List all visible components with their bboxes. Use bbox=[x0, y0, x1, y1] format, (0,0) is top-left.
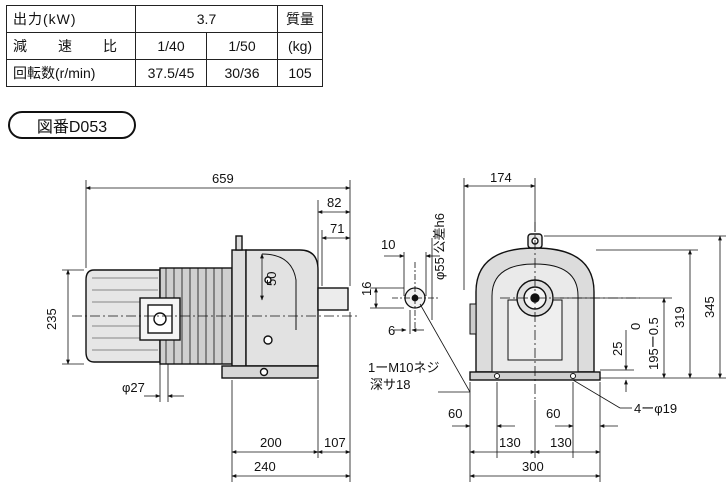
dim-overall-length: 659 bbox=[212, 171, 234, 186]
dim-240: 240 bbox=[254, 459, 276, 474]
dim-300: 300 bbox=[522, 459, 544, 474]
tap-callout: 1ーM10ネジ bbox=[368, 360, 440, 375]
output-value: 3.7 bbox=[135, 5, 278, 33]
dim-50: 50 bbox=[264, 272, 279, 286]
rpm-label: 回転数(r/min) bbox=[6, 59, 136, 87]
shaft-detail bbox=[370, 238, 471, 393]
dim-10: 10 bbox=[381, 237, 395, 252]
drawing-number: 図番D053 bbox=[8, 111, 136, 139]
front-view bbox=[469, 222, 640, 400]
dim-60-right: 60 bbox=[546, 406, 560, 421]
dim-6: 6 bbox=[388, 323, 395, 338]
mass-value: 105 bbox=[277, 59, 323, 87]
ratio-label: 減 速 比 bbox=[6, 32, 136, 60]
dim-60-left: 60 bbox=[448, 406, 462, 421]
rpm-1: 37.5/45 bbox=[135, 59, 207, 87]
ratio-1: 1/40 bbox=[135, 32, 207, 60]
dim-130-right: 130 bbox=[550, 435, 572, 450]
table-row: 減 速 比 1/40 1/50 (kg) bbox=[6, 32, 323, 60]
dim-345: 345 bbox=[702, 296, 717, 318]
side-view-dimensions bbox=[62, 180, 351, 482]
dim-107: 107 bbox=[324, 435, 346, 450]
output-label: 出力(kW) bbox=[6, 5, 136, 33]
spec-table: 出力(kW) 3.7 質量 減 速 比 1/40 1/50 (kg) 回転数(r… bbox=[6, 5, 323, 87]
dim-235: 235 bbox=[44, 308, 59, 330]
dim-195-tolerance: 195ー0.5 bbox=[646, 317, 661, 370]
table-row: 出力(kW) 3.7 質量 bbox=[6, 5, 323, 33]
dim-16: 16 bbox=[359, 282, 374, 296]
dim-174: 174 bbox=[490, 170, 512, 185]
dim-25: 25 bbox=[610, 342, 625, 356]
dim-phi27: φ27 bbox=[122, 380, 145, 395]
shaft-diameter-tolerance: φ55 公差h6 bbox=[432, 213, 447, 280]
table-row: 回転数(r/min) 37.5/45 30/36 105 bbox=[6, 59, 323, 87]
mass-unit: (kg) bbox=[277, 32, 323, 60]
dim-82: 82 bbox=[327, 195, 341, 210]
front-view-dimensions bbox=[452, 178, 726, 482]
side-view bbox=[72, 235, 360, 379]
tap-depth-callout: 深サ18 bbox=[370, 377, 410, 392]
dim-319: 319 bbox=[672, 306, 687, 328]
ratio-2: 1/50 bbox=[206, 32, 278, 60]
holes-callout: 4ーφ19 bbox=[634, 401, 677, 416]
dim-200: 200 bbox=[260, 435, 282, 450]
tolerance-upper: 0 bbox=[628, 323, 643, 330]
dim-71: 71 bbox=[330, 221, 344, 236]
dim-130-left: 130 bbox=[499, 435, 521, 450]
rpm-2: 30/36 bbox=[206, 59, 278, 87]
